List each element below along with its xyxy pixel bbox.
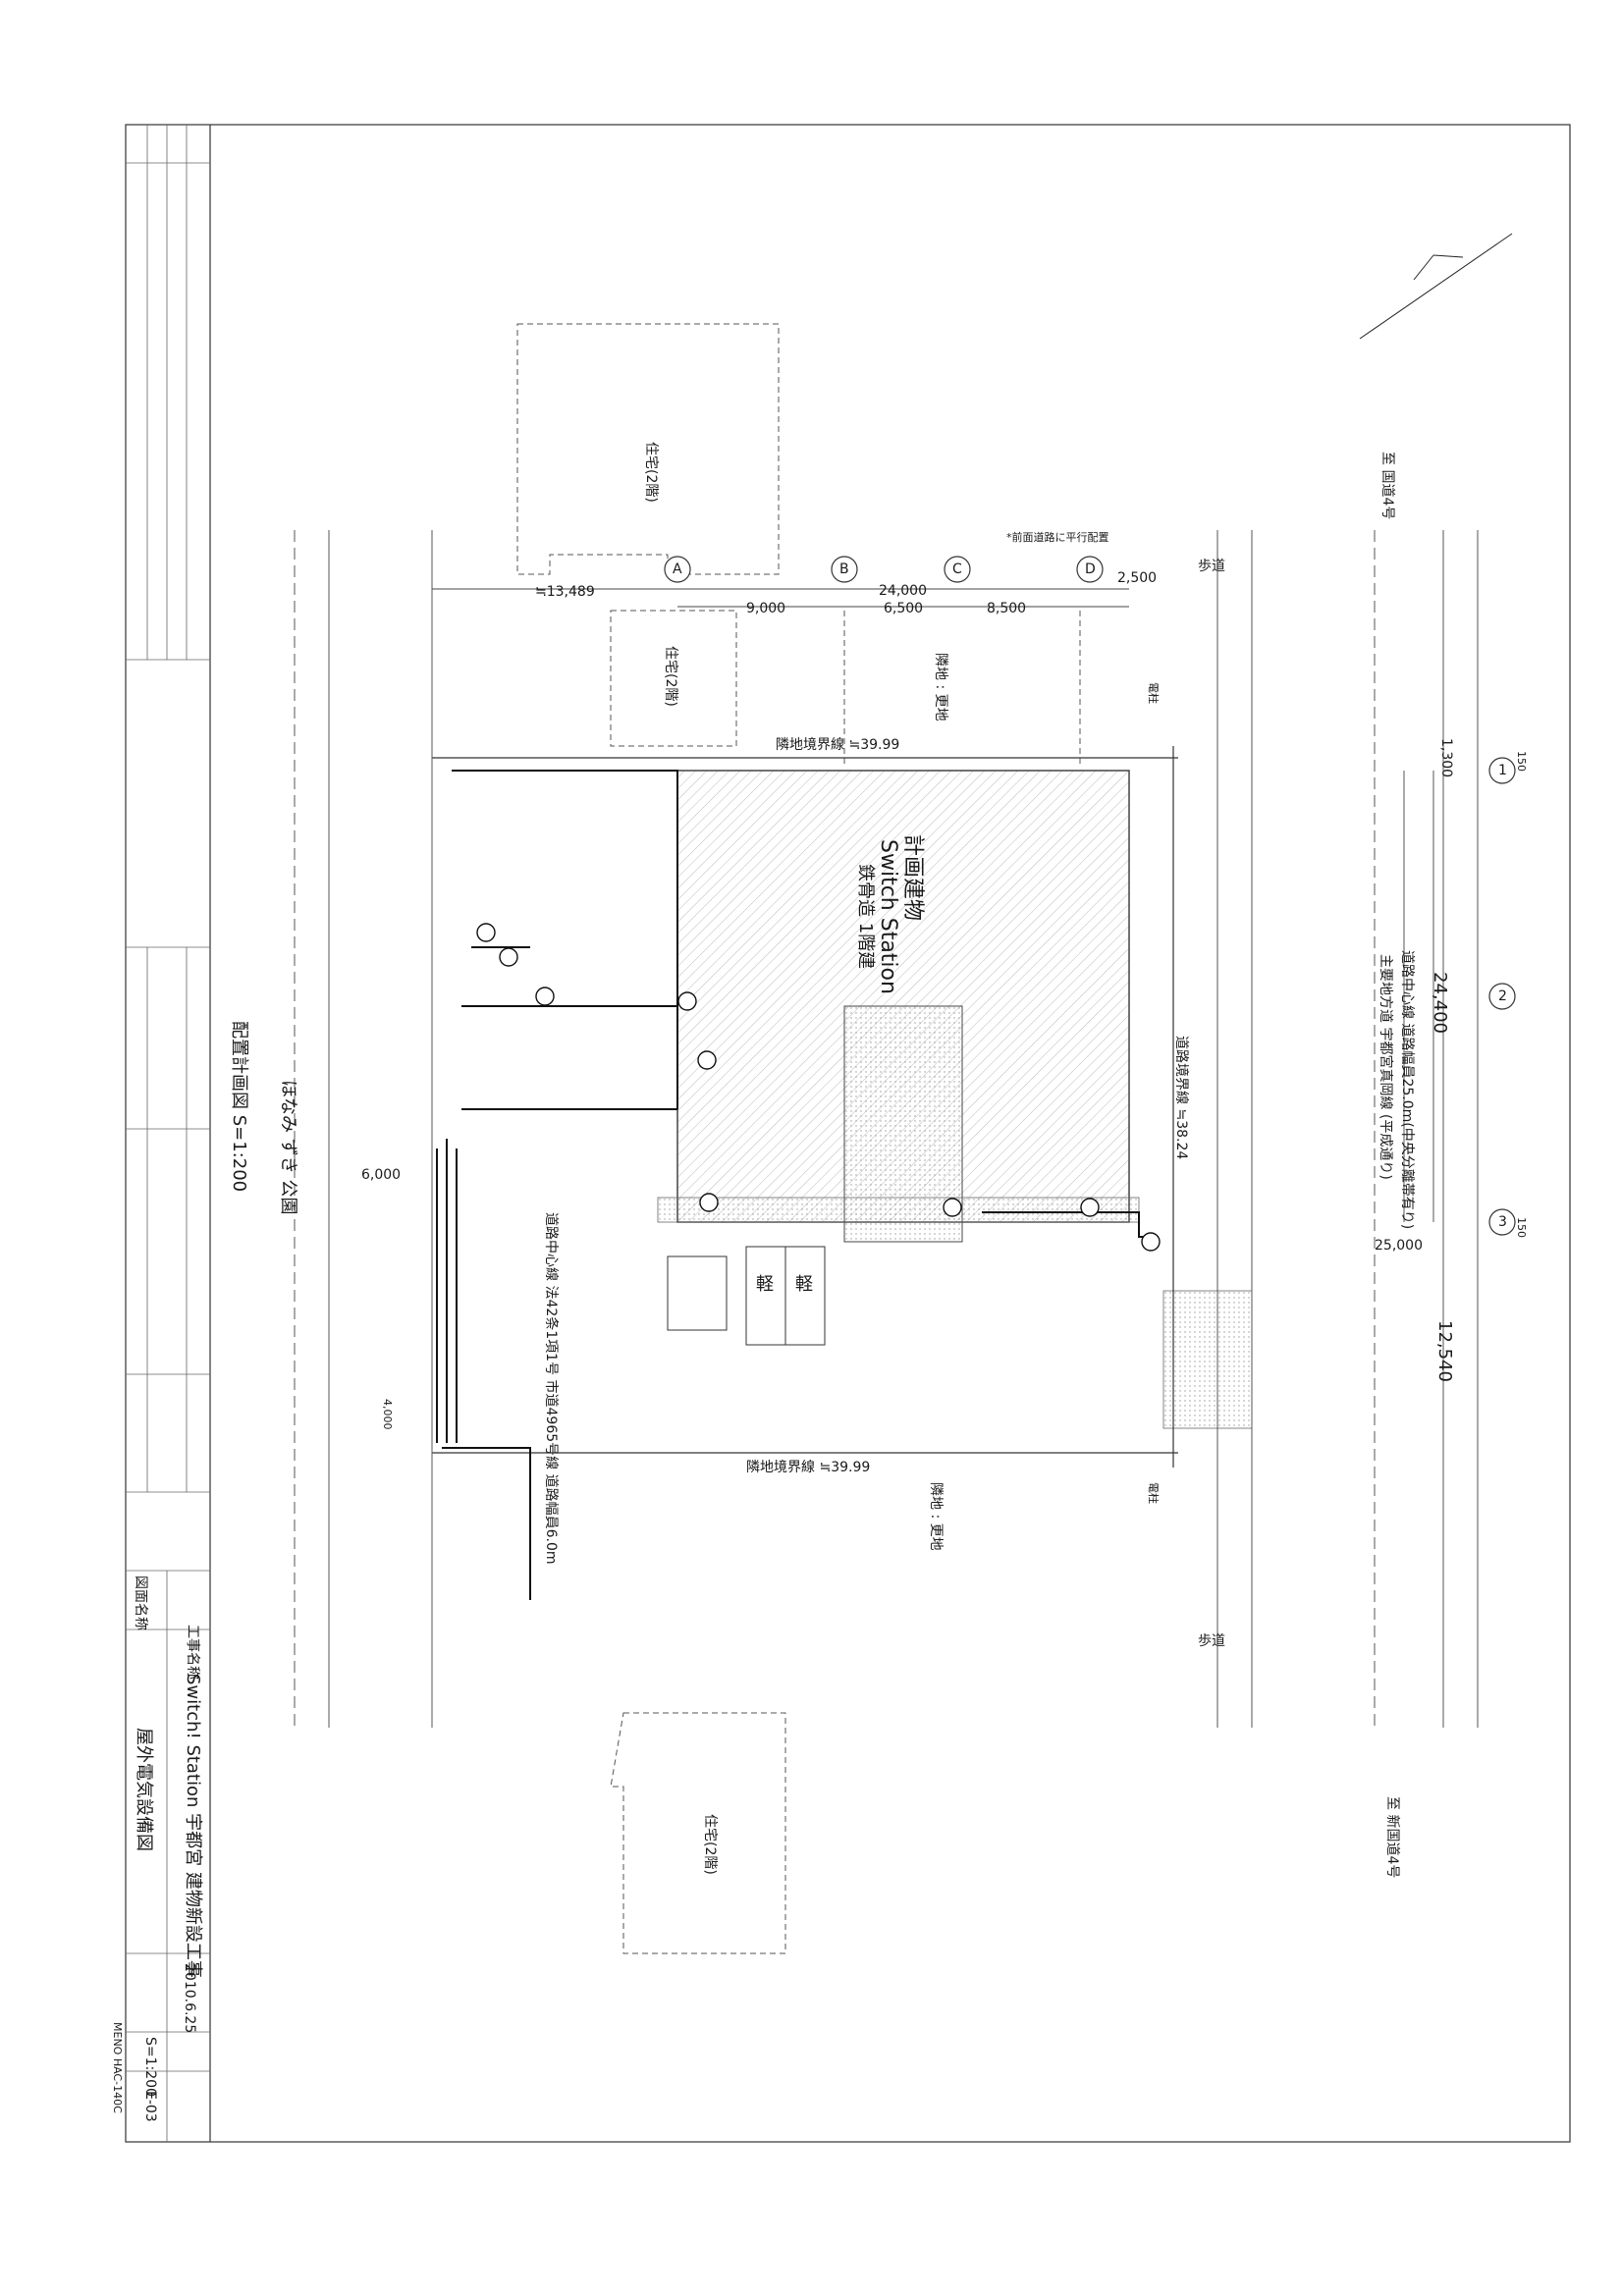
parking-boxes	[667, 1246, 826, 1346]
residence-middle: 住宅(2階)	[663, 646, 678, 707]
accessible-slot	[667, 1255, 728, 1331]
axis-d-label: D	[1085, 561, 1096, 577]
project-label: 工事名称	[185, 1625, 200, 1680]
axis-d-bubble	[1076, 556, 1104, 583]
utility-pole-top: 電柱	[1147, 682, 1160, 704]
dim-1300: 1,300	[1438, 738, 1454, 778]
axis-3-bubble	[1488, 1208, 1516, 1236]
light-car-2: 軽	[795, 1274, 813, 1295]
dim-24400: 24,400	[1430, 972, 1450, 1034]
dim-9000: 9,000	[746, 601, 786, 616]
pavement-strip	[657, 1197, 1140, 1223]
road-lines	[294, 530, 1479, 1728]
axis-3-label: 3	[1498, 1214, 1507, 1230]
light-car-slot-2	[784, 1246, 826, 1346]
entrance-pavement	[1162, 1290, 1253, 1429]
dim-6000: 6,000	[361, 1167, 402, 1183]
sheet-frame	[125, 124, 1571, 2143]
axis-c-label: C	[952, 561, 962, 577]
dim-13489: ≒13,489	[535, 584, 595, 600]
boundary-lines	[432, 746, 1178, 1468]
building-label: 計画建物	[900, 834, 925, 922]
axis-b-label: B	[839, 561, 849, 577]
conduit-markers	[476, 923, 1161, 1252]
road-info-1: 道路中心線 道路幅員25.0m(中央分離帯有り)	[1399, 950, 1415, 1230]
sidewalk-top: 歩道	[1198, 559, 1225, 574]
residence-top: 住宅(2階)	[643, 442, 659, 503]
sidewalk-bottom: 歩道	[1198, 1633, 1225, 1649]
axis-2-label: 2	[1498, 988, 1507, 1004]
issue-date: 2010.6.25	[182, 1963, 197, 2034]
dim-150-top: 150	[1515, 751, 1528, 772]
boundary-top: 隣地境界線 ≒39.99	[776, 737, 900, 753]
grid-bubbles	[664, 556, 1516, 1236]
revision-strip	[126, 125, 210, 2142]
local-road-info: 道路中心線 法42条1項1号 市道4965号線 道路幅員6.0m	[543, 1212, 559, 1565]
dim-6500: 6,500	[884, 601, 924, 616]
drawing-label: 図面名称	[133, 1575, 148, 1630]
parallel-note: *前面道路に平行配置	[1006, 531, 1109, 544]
footer-code: MENO HAC-140C	[111, 2022, 124, 2113]
drawing-name: 屋外電気設備図	[134, 1728, 154, 1851]
route-top: 至 国道4号	[1379, 452, 1395, 520]
dim-8500: 8,500	[987, 601, 1027, 616]
neighbor-buildings	[516, 323, 1081, 1954]
axis-c-bubble	[944, 556, 971, 583]
light-car-1: 軽	[756, 1274, 774, 1295]
axis-1-bubble	[1488, 757, 1516, 784]
utility-pole-bottom: 電柱	[1147, 1482, 1160, 1504]
title-scale: S=1:200	[142, 2037, 158, 2097]
dim-4000: 4,000	[381, 1399, 394, 1430]
axis-b-bubble	[831, 556, 858, 583]
dim-2500: 2,500	[1117, 570, 1158, 586]
project-name: Switch! Station 宇都宮 建物新設工事	[183, 1674, 203, 1978]
dimension-lines	[432, 588, 1434, 1222]
residence-bottom: 住宅(2階)	[702, 1814, 718, 1875]
axis-1-label: 1	[1498, 763, 1507, 778]
park-name: ほなみ ずき 公園	[278, 1080, 298, 1215]
neighbor-top: 隣地 : 更地	[933, 653, 948, 721]
dim-150-bottom: 150	[1515, 1217, 1528, 1238]
building-type: 鉄骨造 1階建	[855, 864, 876, 970]
axis-2-bubble	[1488, 983, 1516, 1010]
axis-a-label: A	[673, 561, 682, 577]
road-info-2: 主要地方道 宇都宮真岡線 (平成通り)	[1378, 954, 1393, 1180]
conduit-runs	[436, 770, 1159, 1600]
route-bottom: 至 新国道4号	[1384, 1796, 1400, 1879]
building-name: Switch Station	[876, 839, 900, 994]
sheet-number: E-03	[142, 2091, 158, 2122]
boundary-bottom: 隣地境界線 ≒39.99	[746, 1460, 871, 1475]
dim-24000: 24,000	[879, 583, 927, 599]
dim-25000: 25,000	[1375, 1238, 1423, 1254]
north-arrow	[1359, 233, 1513, 340]
dim-12540: 12,540	[1434, 1320, 1455, 1382]
neighbor-bottom: 隣地 : 更地	[928, 1482, 944, 1551]
axis-a-bubble	[664, 556, 691, 583]
plan-title: 配置計画図 S=1:200	[229, 1021, 249, 1193]
road-boundary: 道路境界線 ≒38.24	[1173, 1036, 1189, 1160]
light-car-slot-1	[745, 1246, 786, 1346]
